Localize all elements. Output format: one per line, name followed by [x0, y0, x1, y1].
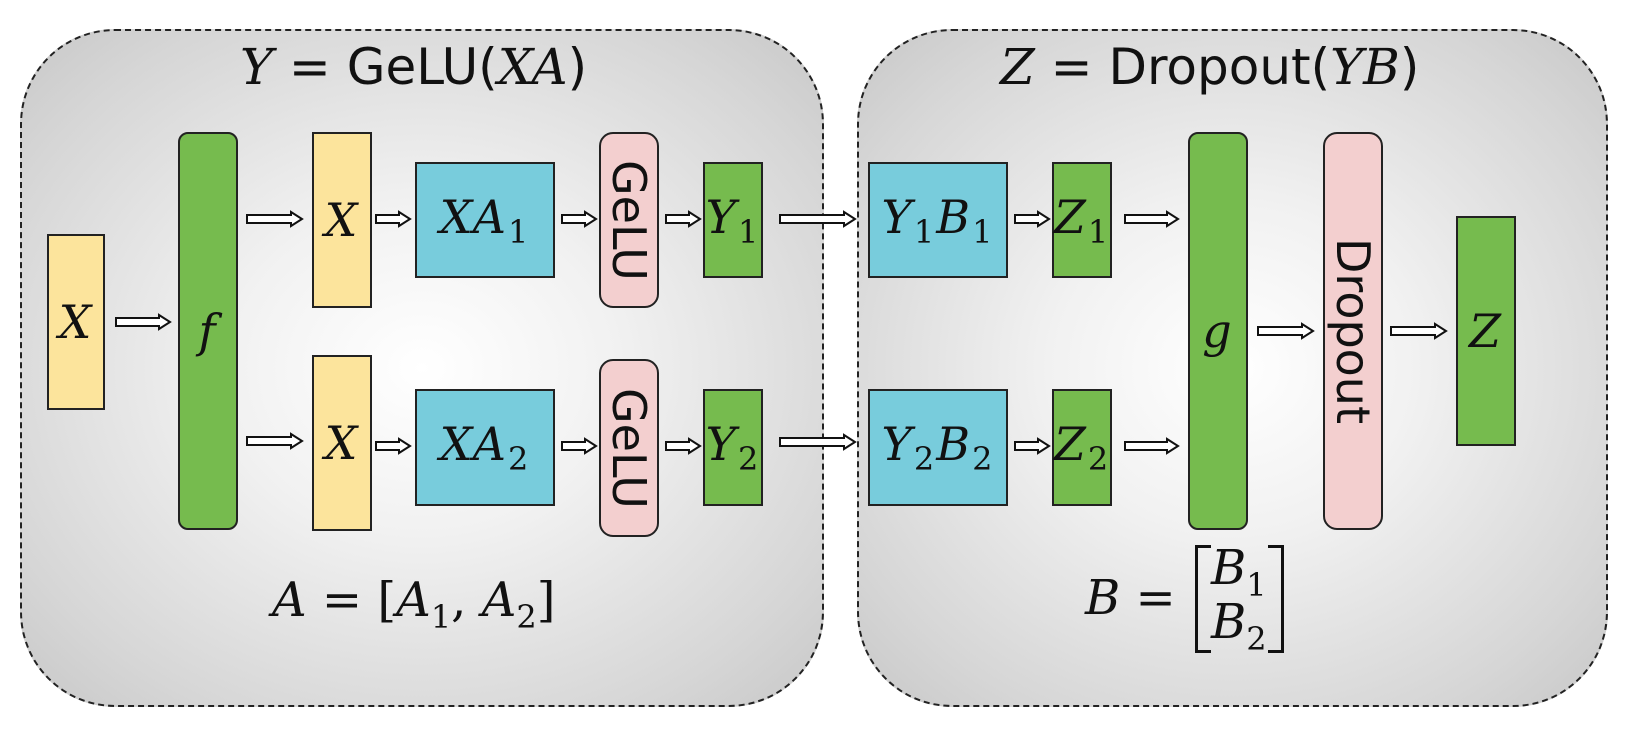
b-lhs: B: [1085, 570, 1121, 626]
xa2-sub: 2: [507, 440, 531, 478]
title-y-var: Y: [240, 38, 274, 96]
input-x-label: X: [58, 295, 94, 349]
dropout-box: Dropout: [1323, 132, 1383, 530]
yb2-b: B: [936, 417, 973, 471]
z2-text: Z: [1053, 417, 1088, 471]
b2-sub: 2: [1246, 620, 1267, 658]
output-z-label: Z: [1469, 304, 1503, 358]
y1-text: Y: [705, 189, 738, 244]
a-comma: ,: [451, 572, 482, 628]
title-eq: =: [273, 38, 347, 96]
yb2-bsub: 2: [972, 440, 995, 478]
branch2-y-label: Y2: [706, 417, 761, 478]
branch2-x-box: X: [312, 355, 372, 531]
branch1-yb-label: Y1B1: [882, 190, 995, 251]
b-partition-formula: B =: [1085, 570, 1176, 626]
branch1-x-label: X: [324, 193, 360, 247]
output-z-box: Z: [1456, 216, 1516, 446]
b-left-bracket: [1195, 545, 1211, 653]
y2-text: Y: [705, 417, 738, 471]
title-eq-r: =: [1034, 38, 1109, 96]
branch2-yb-box: Y2B2: [868, 389, 1008, 506]
dropout-block-title: Z = Dropout(YB): [1000, 38, 1419, 96]
branch1-z-box: Z1: [1052, 162, 1112, 278]
merge-g-box: g: [1188, 132, 1248, 530]
branch1-z-label: Z1: [1054, 190, 1110, 251]
branch2-yb-label: Y2B2: [882, 417, 995, 478]
branch2-xa-box: XA2: [415, 389, 555, 506]
branch2-gelu-label: GeLU: [602, 387, 656, 509]
split-f-label: f: [198, 304, 218, 358]
title-fn: GeLU(: [346, 38, 498, 96]
dropout-label: Dropout: [1326, 238, 1380, 424]
branch1-gelu-label: GeLU: [602, 159, 656, 281]
a-lhs: A: [272, 572, 307, 628]
title-close-r: ): [1399, 38, 1420, 96]
branch1-y-box: Y1: [703, 162, 763, 278]
yb1-ysub: 1: [913, 212, 937, 251]
z1-sub: 1: [1087, 212, 1111, 251]
a1: A: [396, 572, 431, 628]
b-row-1: B1: [1211, 540, 1267, 604]
branch2-z-box: Z2: [1052, 389, 1112, 506]
xa2-text: XA: [439, 417, 508, 471]
a1-sub: 1: [430, 598, 452, 636]
gelu-block-panel: [20, 29, 824, 707]
yb2-y: Y: [881, 417, 914, 471]
y1-sub: 1: [738, 212, 761, 251]
a-eq: = [: [306, 572, 397, 628]
y2-sub: 2: [738, 440, 761, 478]
xa1-sub: 1: [507, 212, 531, 251]
branch2-z-label: Z2: [1054, 417, 1110, 478]
branch1-x-box: X: [312, 132, 372, 308]
branch2-xa-label: XA2: [440, 417, 531, 478]
a2-sub: 2: [516, 598, 537, 636]
b2: B: [1211, 594, 1247, 650]
z1-text: Z: [1053, 189, 1088, 244]
branch1-gelu-box: GeLU: [599, 132, 659, 308]
a-partition-formula: A = [A1, A2]: [272, 572, 555, 636]
title-fn-r: Dropout(: [1108, 38, 1331, 96]
title-z-var: Z: [1000, 38, 1035, 96]
branch2-gelu-box: GeLU: [599, 359, 659, 537]
b-eq: =: [1120, 570, 1176, 626]
yb2-ysub: 2: [913, 440, 937, 478]
branch2-x-label: X: [324, 416, 360, 470]
yb1-b: B: [936, 189, 973, 244]
b1: B: [1211, 540, 1247, 596]
xa1-text: XA: [439, 189, 508, 244]
title-arg-r: YB: [1330, 38, 1400, 96]
branch2-y-box: Y2: [703, 389, 763, 506]
title-close: ): [567, 38, 588, 96]
b1-sub: 1: [1246, 566, 1267, 604]
title-arg: XA: [497, 38, 568, 96]
merge-g-label: g: [1202, 304, 1234, 358]
branch1-yb-box: Y1B1: [868, 162, 1008, 278]
z2-sub: 2: [1087, 440, 1111, 478]
gelu-block-title: Y = GeLU(XA): [240, 38, 587, 96]
branch1-xa-label: XA1: [440, 190, 531, 251]
yb1-y: Y: [881, 189, 914, 244]
yb1-bsub: 1: [972, 212, 995, 251]
a-close: ]: [536, 572, 556, 628]
branch1-xa-box: XA1: [415, 162, 555, 278]
b-right-bracket: [1268, 545, 1284, 653]
branch1-y-label: Y1: [706, 190, 761, 251]
input-x-box: X: [47, 234, 105, 410]
a2: A: [481, 572, 517, 628]
b-row-2: B2: [1211, 594, 1267, 658]
split-f-box: f: [178, 132, 238, 530]
